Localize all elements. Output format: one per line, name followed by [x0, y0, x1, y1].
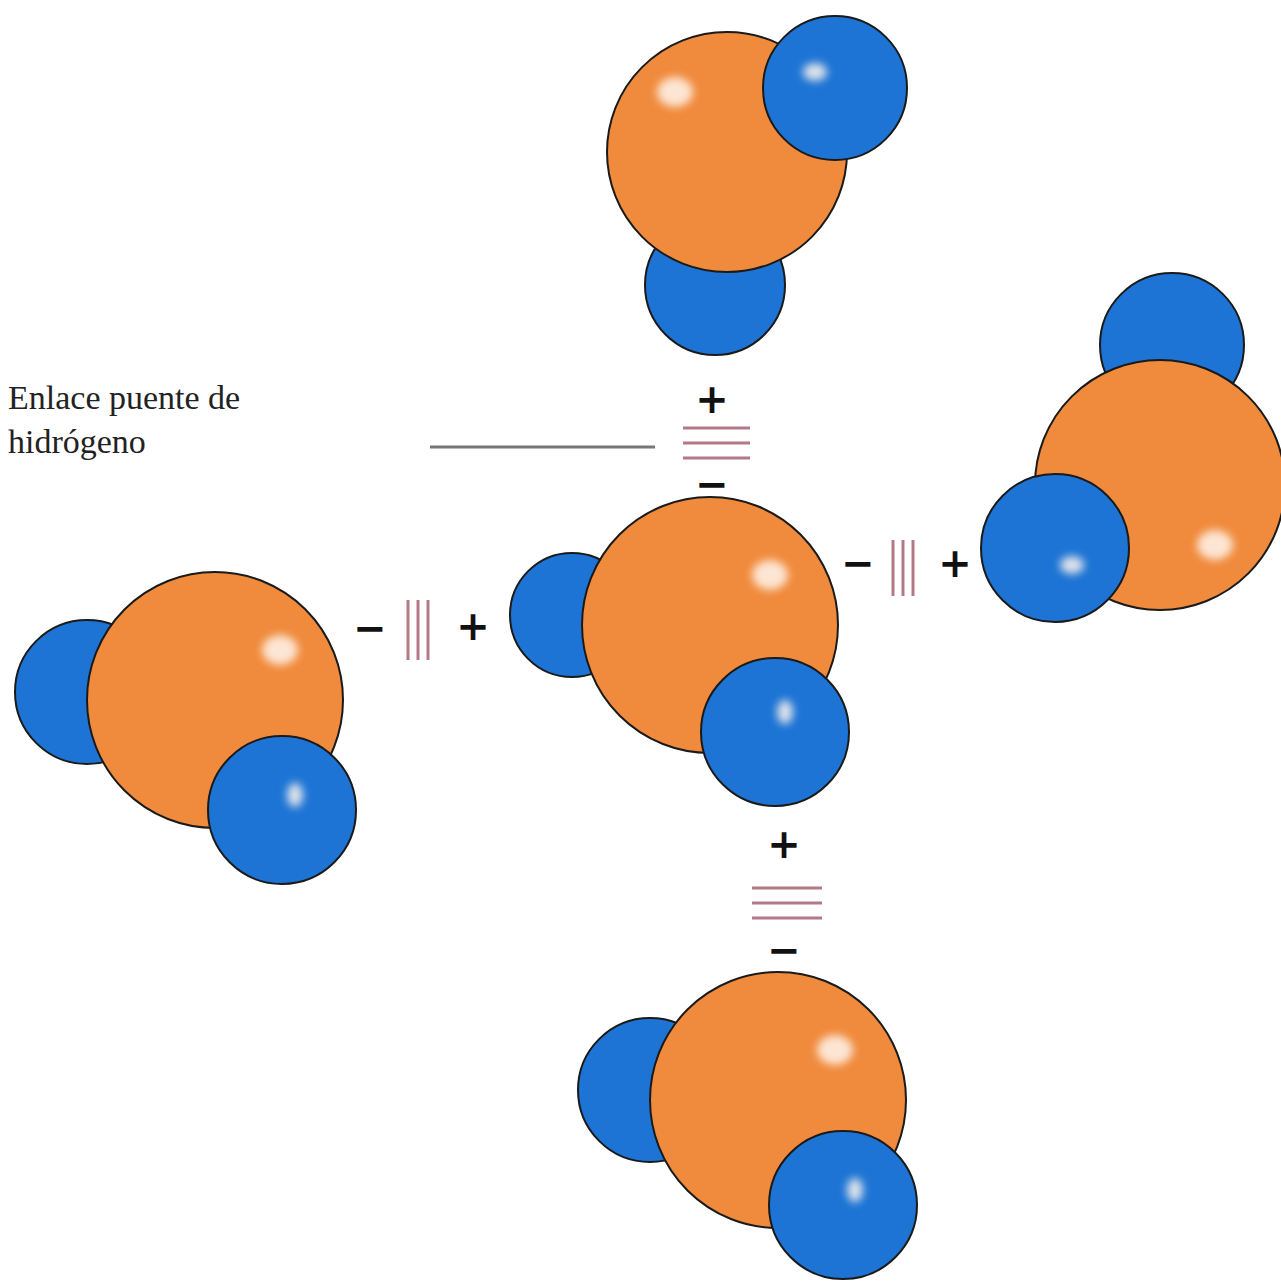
- leader-line: [430, 446, 655, 449]
- water-molecule: [607, 16, 907, 355]
- highlight: [262, 63, 1233, 1202]
- charge-sign: −: [353, 608, 387, 648]
- charge-sign: +: [938, 543, 972, 583]
- water-molecule: [15, 572, 356, 884]
- charge-sign: −: [841, 543, 875, 583]
- charge-sign: −: [695, 464, 729, 504]
- water-molecule: [981, 273, 1281, 622]
- charge-sign: +: [767, 824, 801, 864]
- water-molecule: [510, 497, 849, 806]
- annotation: Enlace puente de hidrógeno: [8, 376, 368, 464]
- charge-sign: −: [767, 930, 801, 970]
- hydrogen-bond-symbol: [408, 428, 913, 918]
- charge-sign: +: [695, 379, 729, 419]
- water-molecule: [578, 972, 917, 1279]
- charge-sign: +: [456, 606, 490, 646]
